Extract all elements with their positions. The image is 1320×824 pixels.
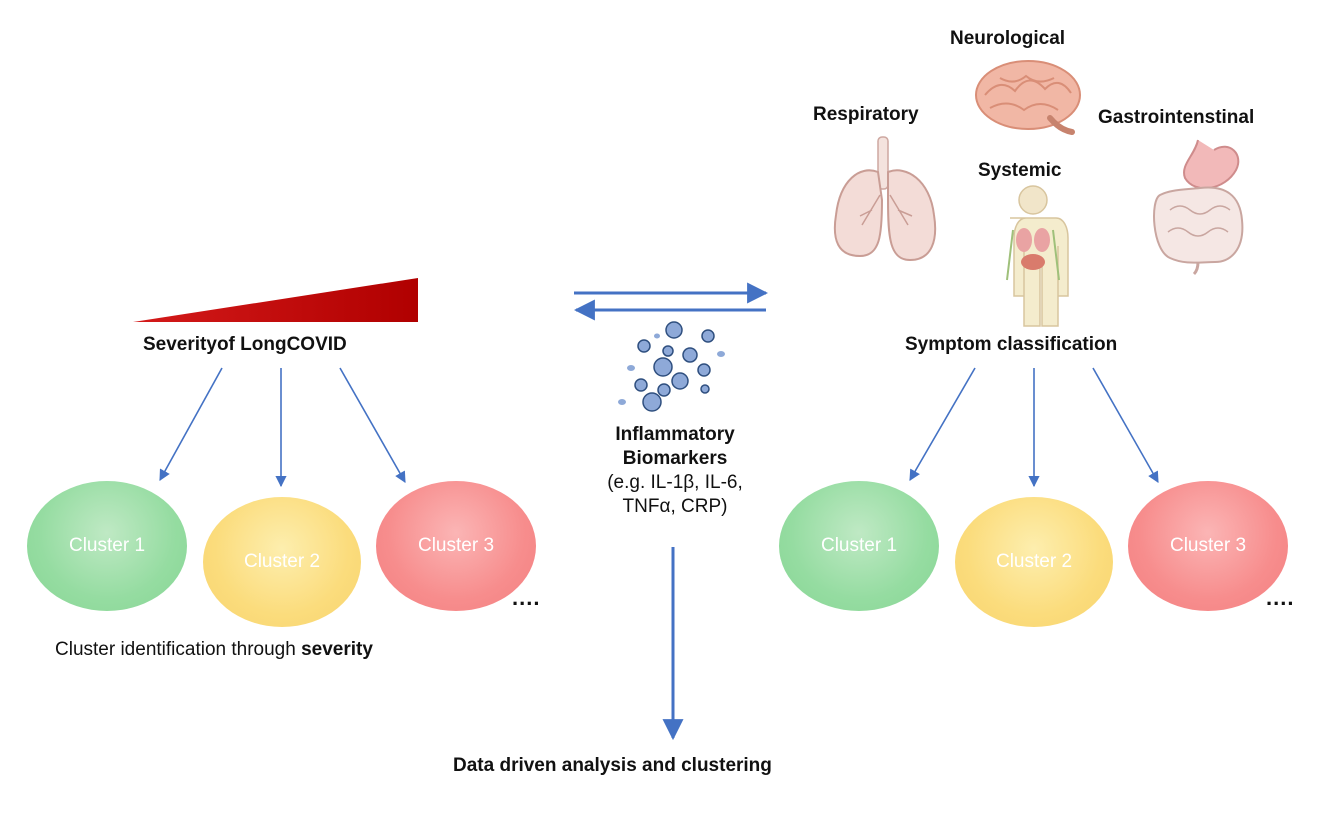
left-caption-prefix: Cluster identification through — [55, 639, 302, 660]
data-driven-label: Data driven analysis and clustering — [453, 755, 772, 776]
right-cluster-1-label: Cluster 1 — [820, 535, 898, 556]
left-caption-bold: severity — [301, 639, 373, 660]
severity-label: Severityof LongCOVID — [143, 334, 347, 355]
arrow-left-cluster-3 — [339, 367, 406, 483]
left-cluster-1-label: Cluster 1 — [68, 535, 146, 556]
right-cluster-1: Cluster 1 — [779, 481, 939, 611]
arrow-right-cluster-3 — [1092, 367, 1159, 483]
brain-icon — [975, 60, 1081, 135]
biomarkers-title-line1: Inflammatory — [615, 424, 735, 445]
gastrointestinal-label: Gastrointenstinal — [1098, 107, 1255, 128]
lungs-icon — [833, 136, 937, 262]
right-more-ellipsis: .... — [1266, 585, 1295, 610]
left-cluster-3: Cluster 3 — [376, 481, 536, 611]
left-cluster-3-label: Cluster 3 — [417, 535, 495, 556]
left-more-ellipsis: .... — [512, 585, 541, 610]
symptom-classification-label: Symptom classification — [905, 334, 1118, 355]
human-body-icon — [1006, 185, 1069, 327]
severity-wedge-icon — [133, 278, 418, 322]
right-cluster-3-label: Cluster 3 — [1169, 535, 1247, 556]
left-cluster-1: Cluster 1 — [27, 481, 187, 611]
biomarker-small-particles-icon — [618, 333, 725, 405]
respiratory-label: Respiratory — [813, 104, 919, 125]
biomarker-particles-icon — [634, 321, 715, 412]
digestive-system-icon — [1153, 139, 1244, 276]
arrow-left-cluster-1 — [159, 367, 223, 481]
biomarkers-text: Inflammatory Biomarkers (e.g. IL-1β, IL-… — [570, 423, 780, 519]
biomarkers-examples-line2: TNFα, CRP) — [622, 496, 728, 517]
right-cluster-3: Cluster 3 — [1128, 481, 1288, 611]
left-cluster-2-label: Cluster 2 — [243, 551, 321, 572]
neurological-label: Neurological — [950, 28, 1066, 49]
biomarkers-examples-line1: (e.g. IL-1β, IL-6, — [607, 472, 743, 493]
systemic-label: Systemic — [978, 160, 1062, 181]
biomarkers-title-line2: Biomarkers — [622, 448, 728, 469]
right-cluster-2-label: Cluster 2 — [995, 551, 1073, 572]
arrow-right-cluster-1 — [909, 367, 976, 481]
left-caption: Cluster identification through severity — [55, 639, 373, 661]
right-cluster-2: Cluster 2 — [955, 497, 1113, 627]
left-cluster-2: Cluster 2 — [203, 497, 361, 627]
